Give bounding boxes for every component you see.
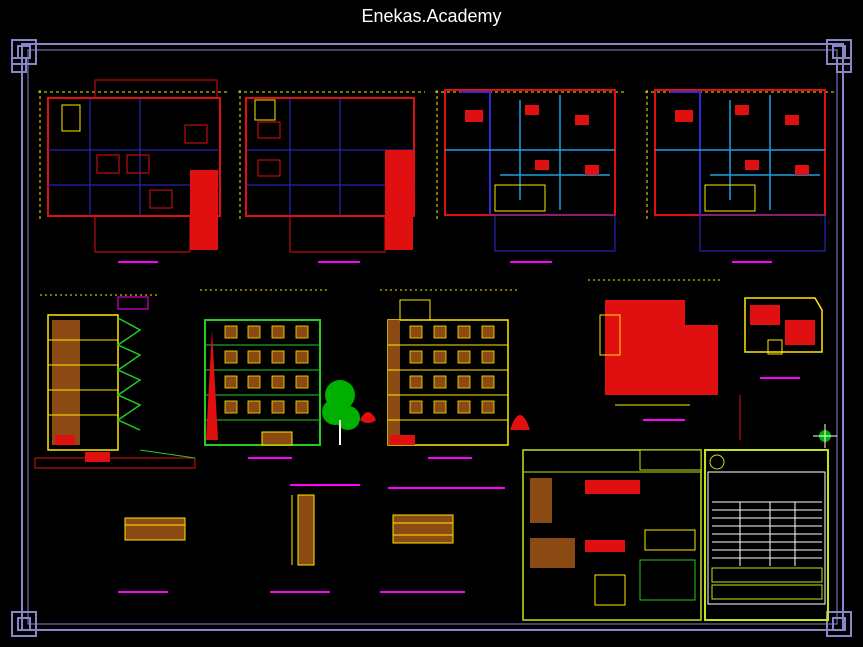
detail-wall-section [270,484,360,593]
building-section [34,294,196,469]
construction-details-panel [522,449,702,621]
detail-roof-section [380,487,505,593]
atom-logo-icon [709,454,725,470]
floor-plan-1 [38,79,230,263]
front-elevation [200,289,330,459]
page-title: Enekas.Academy [361,6,502,26]
side-elevation [380,289,530,459]
greek-key-corner-icon [11,39,852,637]
sheet-frame [21,43,844,631]
detail-floor-section [118,517,186,593]
floor-plan-4 [645,89,835,263]
north-compass-icon [813,424,837,448]
title-block [704,449,829,621]
tree-icon [322,380,376,445]
site-plan [744,297,823,379]
roof-plan [588,279,741,440]
floor-plan-3 [435,89,625,263]
floor-plan-2 [238,90,425,263]
